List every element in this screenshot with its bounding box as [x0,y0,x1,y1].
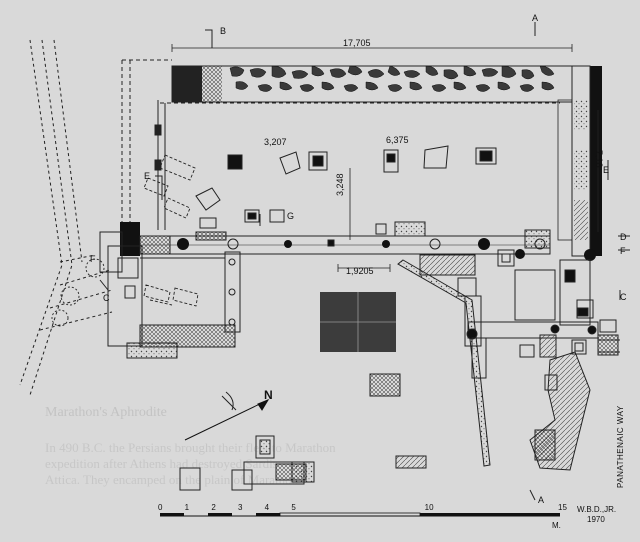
scale-tick-5: 5 [291,503,296,512]
ghost-heading: Marathon's Aphrodite [45,405,167,420]
scale-tick-1: 1 [184,503,190,512]
north-label: N [264,388,273,402]
scale-bar [160,512,560,517]
scale-tick-0: 0 [158,503,163,512]
displaced-blocks [143,154,199,307]
marker-g: G [287,211,295,221]
dim-item-b: 6,375 [386,135,409,145]
scale-tick-2: 2 [211,503,216,512]
marker-a-bottom: A [538,495,545,505]
south-walls [99,231,241,359]
scattered-blocks [179,145,497,491]
scale-tick-10: 10 [424,503,434,512]
marker-f-left: F [90,254,96,264]
stylobate [120,221,596,261]
scale-tick-15: 15 [558,503,567,512]
dim-item-c: 3,248 [335,173,345,196]
marker-c-right: C [620,292,627,302]
marker-c-left: C [103,293,110,303]
marker-d-right: D [620,232,627,242]
scale-tick-4: 4 [264,503,270,512]
credit-author: W.B.D.,JR. [577,505,617,514]
dimension-lines [171,44,599,272]
ghost-line-2: expedition after Athens had destroyed Sa… [45,456,282,471]
street-edge-lines [19,39,113,396]
dim-item-a: 3,207 [264,137,287,147]
dim-overall-width: 17,705 [343,38,371,48]
street-label: PANATHENAIC WAY [616,405,625,488]
section-lines [99,22,630,501]
southeast-ruins [529,351,591,471]
marker-e-right: E [603,165,610,175]
scale-unit: M. [552,521,561,530]
ghost-text-1 [45,265,48,280]
dim-span-middle: 1,9205 [346,266,374,276]
scale-tick-3: 3 [238,503,243,512]
diagonal-wall [397,254,491,467]
central-square [320,292,396,352]
north-arrow [184,398,270,441]
north-wall [160,65,573,104]
marker-a-top: A [532,13,539,23]
east-wall [557,65,602,257]
marker-e-left: E [144,171,151,181]
east-rooms [466,249,620,379]
ghost-line-3: Attica. They encamped on the plain of Ma… [45,472,299,487]
west-wall [121,59,172,230]
marker-b: B [220,26,227,36]
credit-year: 1970 [587,515,605,524]
ghost-line-1: In 490 B.C. the Persians brought their f… [45,440,336,455]
marker-f-right: F [620,246,626,256]
column-circles [51,258,105,327]
